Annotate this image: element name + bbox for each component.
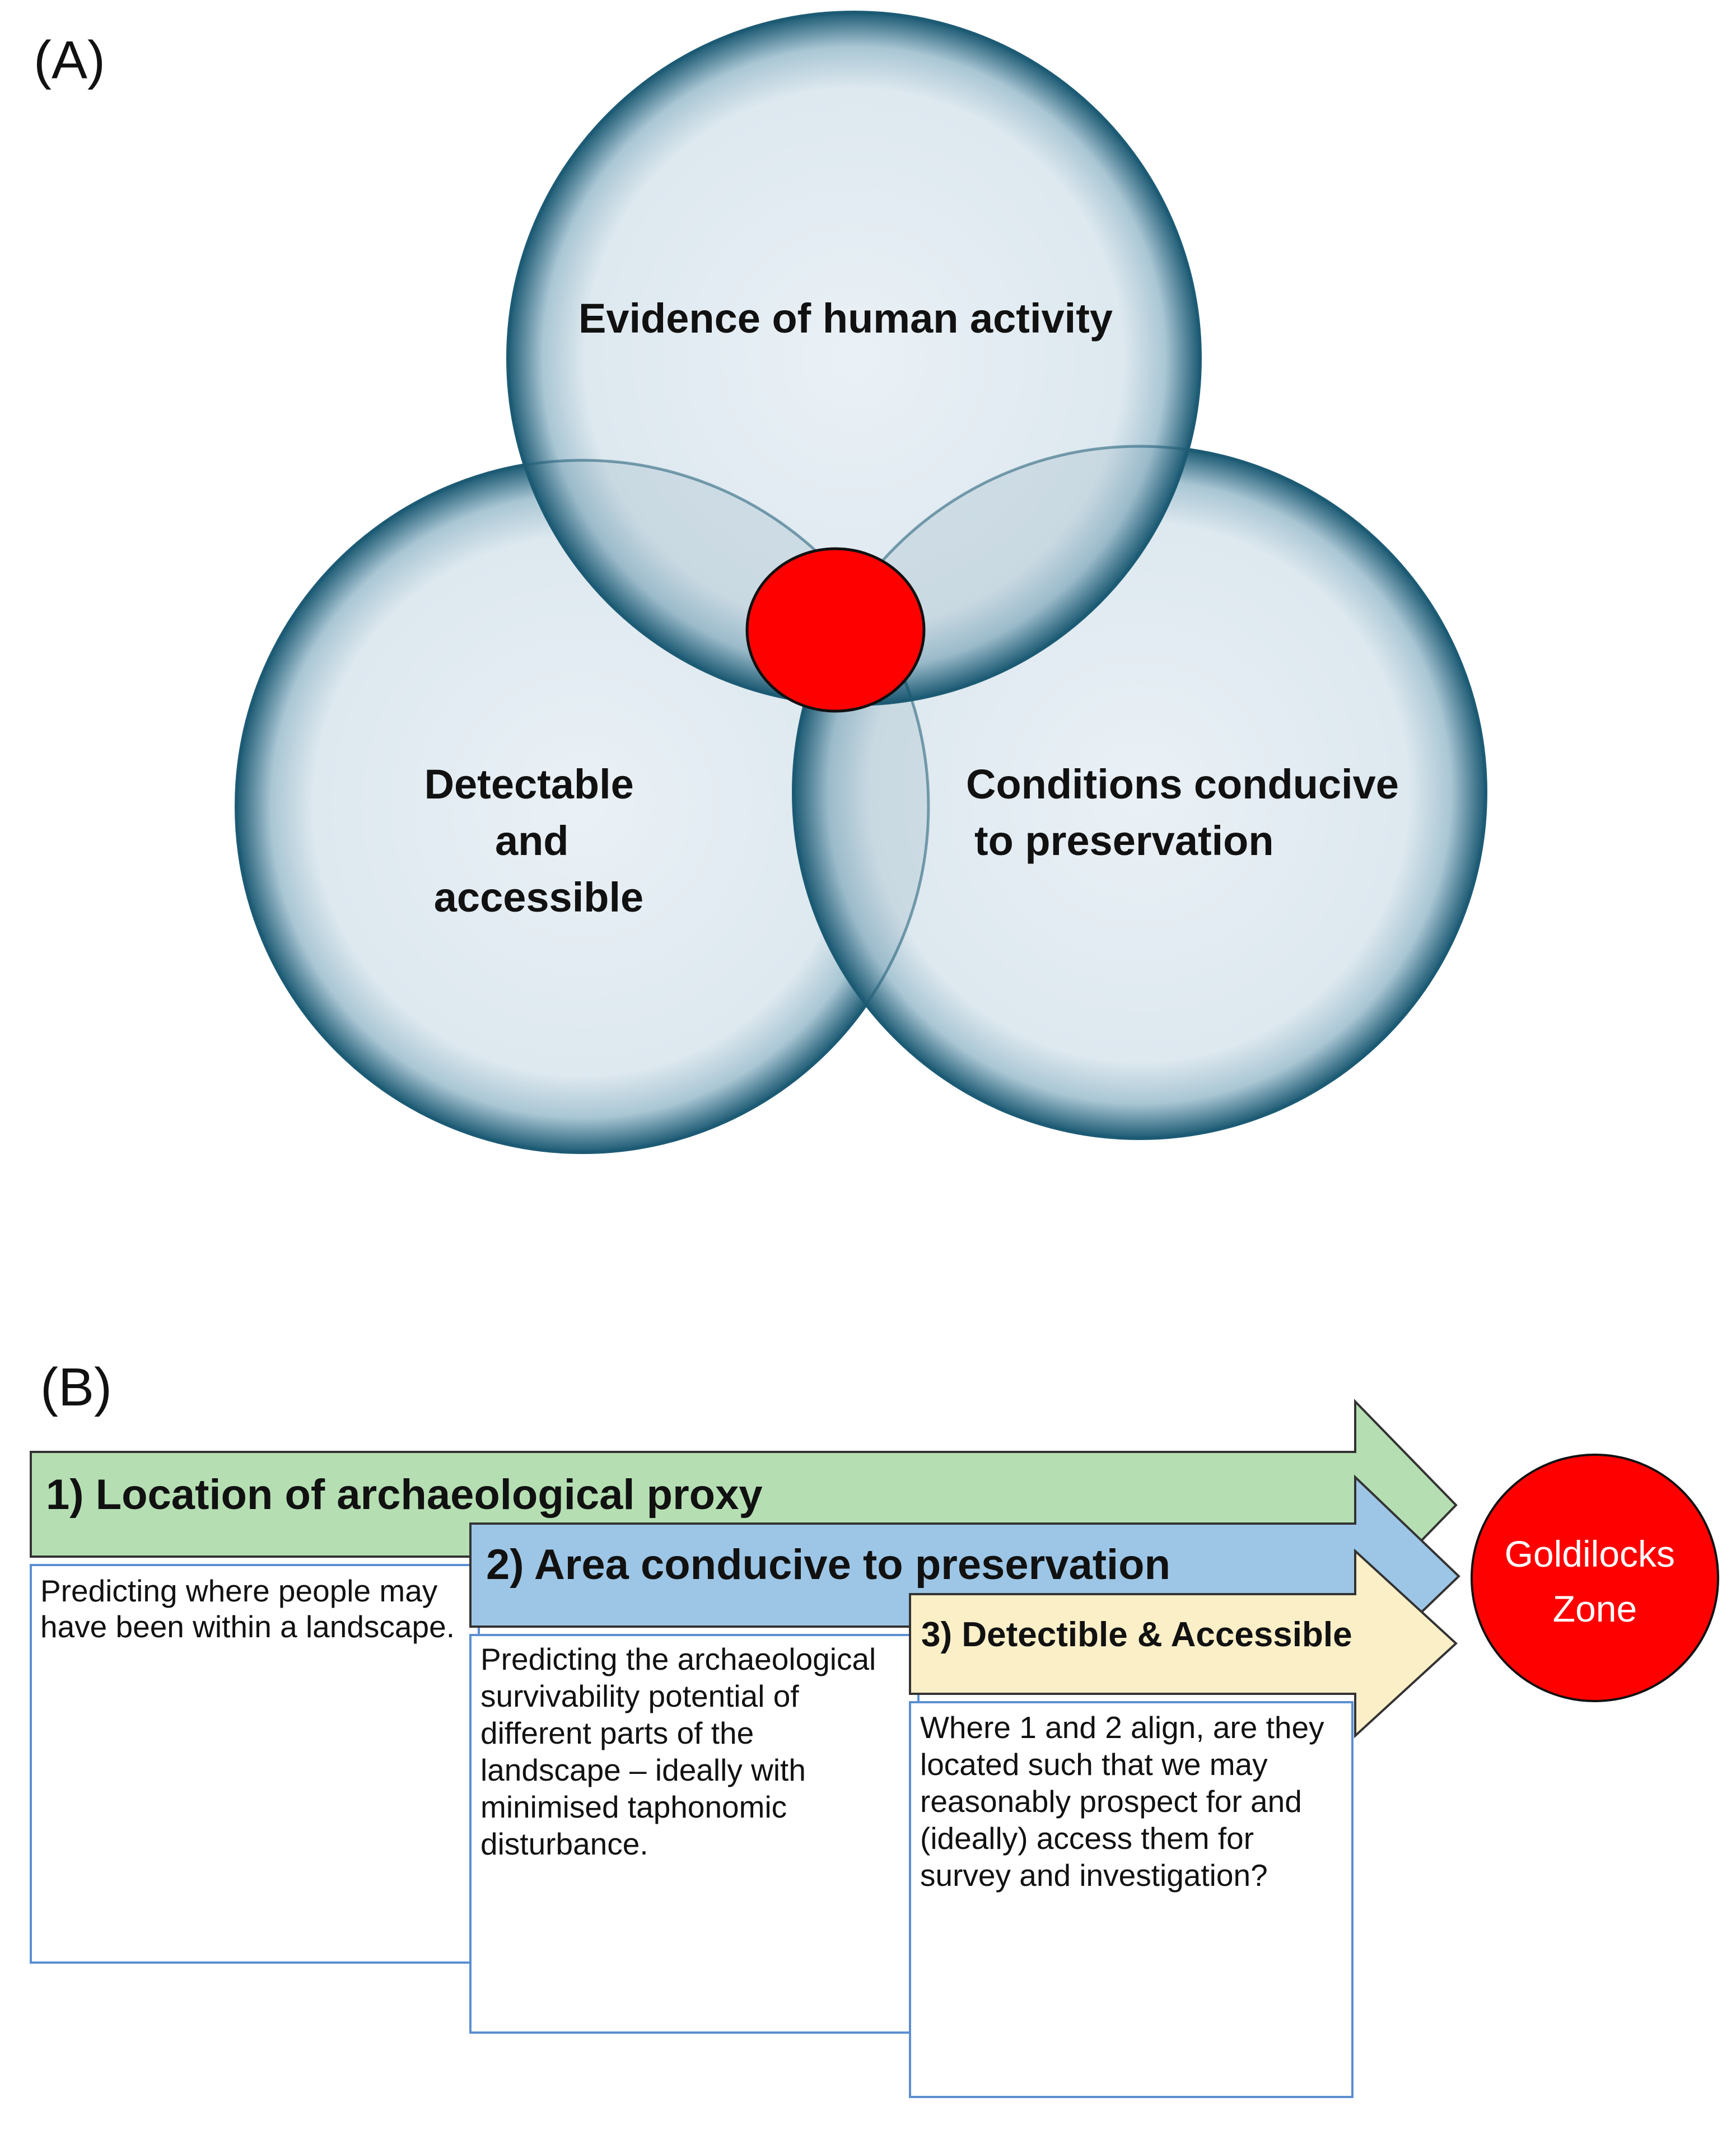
stage-1-description: Predicting where people may have been wi… [40, 1573, 455, 1644]
venn-label-detectable: Detectable and accessible [424, 761, 646, 921]
stage-2-title: 2) Area conducive to preservation [486, 1541, 1170, 1589]
venn-label-human-activity: Evidence of human activity [578, 295, 1113, 342]
stage-1-box [30, 1564, 480, 1964]
panel-b-label: (B) [40, 1357, 112, 1417]
stage-2-box [469, 1634, 920, 2034]
stage-3-description: Where 1 and 2 align, are they located su… [920, 1710, 1333, 1893]
goldilocks-zone-label: Goldilocks Zone [1505, 1533, 1686, 1629]
stage-3-arrow [909, 1548, 1458, 1739]
process-flow: Goldilocks Zone 1) Location of archaeolo… [30, 1399, 1719, 2098]
goldilocks-center [745, 547, 926, 713]
goldilocks-zone-circle [1471, 1454, 1719, 1702]
venn-label-preservation: Conditions conducive to preservation [966, 761, 1410, 864]
stage-1-title: 1) Location of archaeological proxy [46, 1471, 763, 1519]
panel-a-label: (A) [34, 30, 105, 90]
overlap-top-right [794, 446, 1200, 704]
stage-3-title: 3) Detectible & Accessible [921, 1615, 1352, 1654]
stage-2-description: Predicting the archaeological survivabil… [480, 1642, 885, 1861]
stage-3-box [909, 1701, 1354, 2098]
venn-diagram: Evidence of human activity Detectable an… [235, 11, 1487, 1154]
